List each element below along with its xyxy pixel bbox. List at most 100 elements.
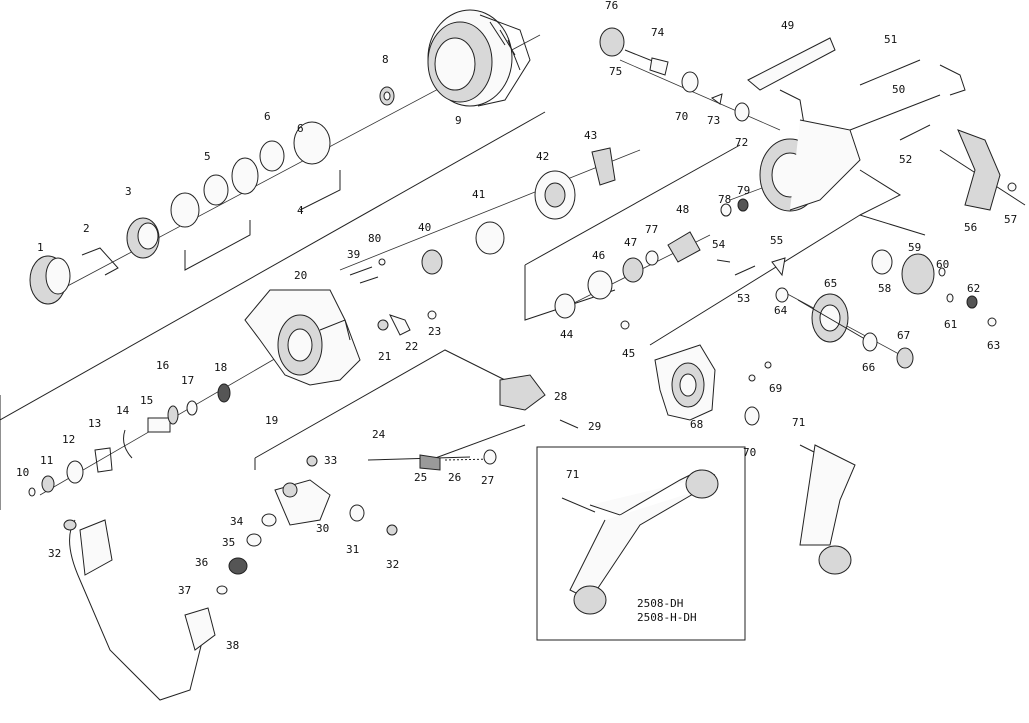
part-label: 60 xyxy=(936,258,949,271)
part-label: 54 xyxy=(712,238,726,251)
part-label: 34 xyxy=(230,515,244,528)
part-label: 5 xyxy=(204,150,211,163)
part-label: 66 xyxy=(862,361,875,374)
part-label: 40 xyxy=(418,221,431,234)
part-label: 23 xyxy=(428,325,441,338)
handle-71 xyxy=(799,444,856,575)
part-label: 28 xyxy=(554,390,567,403)
part-label: 6 xyxy=(264,110,271,123)
part-label: 73 xyxy=(707,114,720,127)
part-label: 26 xyxy=(448,471,461,484)
part-label: 80 xyxy=(368,232,381,245)
part-label: 55 xyxy=(770,234,783,247)
part-label: 47 xyxy=(624,236,637,249)
part-label: 38 xyxy=(226,639,239,652)
handle-inset-frame xyxy=(536,446,746,641)
part-label: 14 xyxy=(116,404,130,417)
part-label: 75 xyxy=(609,65,622,78)
part-label: 6 xyxy=(297,122,304,135)
part-label: 13 xyxy=(88,417,101,430)
bail-right-parts xyxy=(184,449,497,651)
cap-1 xyxy=(29,255,71,305)
part-label: 78 xyxy=(718,193,731,206)
part-label: 69 xyxy=(769,382,782,395)
part-label: 71 xyxy=(792,416,805,429)
body-20 xyxy=(244,289,361,386)
part-label: 65 xyxy=(824,277,837,290)
part-label: 49 xyxy=(781,19,794,32)
part-label: 31 xyxy=(346,543,359,556)
part-label: 30 xyxy=(316,522,329,535)
part-label: 18 xyxy=(214,361,227,374)
part-label: 44 xyxy=(560,328,574,341)
part-label: 48 xyxy=(676,203,689,216)
rear-cover-56 xyxy=(957,129,1017,211)
part-label: 39 xyxy=(347,248,360,261)
part-label: 19 xyxy=(265,414,278,427)
spring-2 xyxy=(81,247,119,276)
part-label: 37 xyxy=(178,584,191,597)
part-label: 22 xyxy=(405,340,418,353)
part-label: 46 xyxy=(592,249,605,262)
part-label: 35 xyxy=(222,536,235,549)
drag-knob-3 xyxy=(126,217,160,259)
handle-inset-71 xyxy=(561,469,719,615)
inset-models: 2508-DH 2508-H-DH xyxy=(637,597,697,624)
part-label: 52 xyxy=(899,153,912,166)
part-label: 8 xyxy=(382,53,389,66)
part-label: 4 xyxy=(297,204,304,217)
part-label: 15 xyxy=(140,394,153,407)
part-label: 79 xyxy=(737,184,750,197)
part-label: 45 xyxy=(622,347,635,360)
rotor-parts xyxy=(534,147,616,220)
part-label: 67 xyxy=(897,329,910,342)
part-label: 33 xyxy=(324,454,337,467)
part-label: 74 xyxy=(651,26,665,39)
part-label: 53 xyxy=(737,292,750,305)
gear-59 xyxy=(871,249,997,327)
part-label: 10 xyxy=(16,466,29,479)
part-label: 43 xyxy=(584,129,597,142)
part-label: 12 xyxy=(62,433,75,446)
bail-left-parts xyxy=(28,383,231,701)
part-label: 51 xyxy=(884,33,897,46)
part-label: 36 xyxy=(195,556,208,569)
part-label: 20 xyxy=(294,269,307,282)
top-parts xyxy=(599,27,750,122)
pinion-parts xyxy=(554,198,786,330)
part-label: 2 xyxy=(83,222,90,235)
side-cover-68 xyxy=(654,344,772,426)
part-label: 58 xyxy=(878,282,891,295)
part-label: 11 xyxy=(40,454,53,467)
part-label: 64 xyxy=(774,304,788,317)
part-label: 76 xyxy=(605,0,618,12)
part-label: 56 xyxy=(964,221,977,234)
part-label: 72 xyxy=(735,136,748,149)
part-label: 70 xyxy=(743,446,756,459)
part-labels: 1 2 3 4 5 6 6 8 9 10 11 12 13 14 15 16 1… xyxy=(16,0,1017,652)
part-label: 17 xyxy=(181,374,194,387)
small-parts-body xyxy=(349,221,579,429)
part-label: 70 xyxy=(675,110,688,123)
part-label: 42 xyxy=(536,150,549,163)
part-label: 9 xyxy=(455,114,462,127)
part-label: 3 xyxy=(125,185,132,198)
part-label: 24 xyxy=(372,428,386,441)
part-label: 63 xyxy=(987,339,1000,352)
part-label: 77 xyxy=(645,223,658,236)
part-label: 32 xyxy=(386,558,399,571)
part-label: 68 xyxy=(690,418,703,431)
part-label: 71 xyxy=(566,468,579,481)
part-label: 1 xyxy=(37,241,44,254)
part-label: 62 xyxy=(967,282,980,295)
model-label: 2508-H-DH xyxy=(637,611,697,624)
part-label: 59 xyxy=(908,241,921,254)
part-label: 50 xyxy=(892,83,905,96)
part-label: 25 xyxy=(414,471,427,484)
part-label: 32 xyxy=(48,547,61,560)
model-label: 2508-DH xyxy=(637,597,683,610)
part-label: 27 xyxy=(481,474,494,487)
part-label: 21 xyxy=(378,350,391,363)
part-label: 57 xyxy=(1004,213,1017,226)
